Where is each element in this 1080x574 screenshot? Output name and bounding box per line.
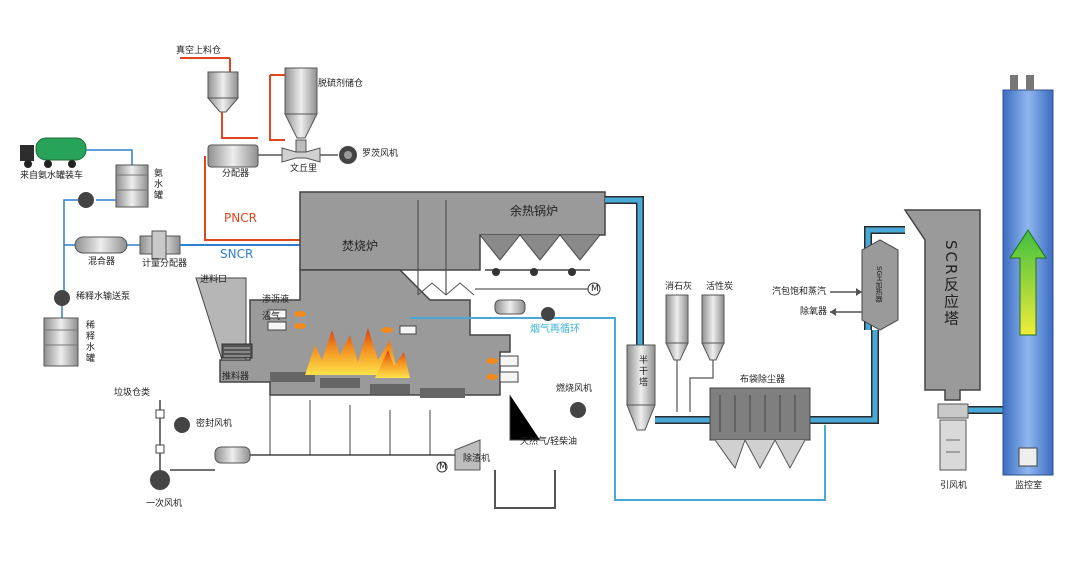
dilution-tank xyxy=(43,317,79,367)
combustion-fan-label: 燃烧风机 xyxy=(556,384,593,394)
bag-filter-label: 布袋除尘器 xyxy=(740,375,786,385)
leachate-label: 渗沥液 xyxy=(262,295,290,305)
metering-distributor-label: 计量分配器 xyxy=(142,259,188,269)
monitoring-room-label: 监控室 xyxy=(1015,481,1043,491)
pusher-label: 推料器 xyxy=(222,372,250,382)
dilution-pump-label: 稀释水输送泵 xyxy=(76,292,131,302)
grate xyxy=(270,372,465,398)
ammonia-truck xyxy=(20,137,87,168)
seal-fan-label: 密封风机 xyxy=(196,419,233,429)
mixer xyxy=(74,236,128,254)
primary-fan-label: 一次风机 xyxy=(146,499,183,509)
induced-fan-label: 引风机 xyxy=(940,481,968,491)
desulfurizer-silo xyxy=(284,67,318,139)
motor-label-grate: M xyxy=(439,462,447,472)
natural-gas-label: 天然气/轻柴油 xyxy=(520,437,578,447)
flames xyxy=(305,328,410,378)
waste-heat-boiler-label: 余热锅炉 xyxy=(510,204,559,218)
biogas-label: 沼气 xyxy=(262,312,281,322)
flue-gas-recirculation-line xyxy=(410,299,826,501)
vacuum-silo-label: 真空上料仓 xyxy=(176,46,222,56)
distributor xyxy=(207,144,259,168)
scr-tower xyxy=(903,209,981,401)
dilution-tank-label: 稀释水罐 xyxy=(84,320,94,364)
chimney-stack xyxy=(1002,75,1054,476)
pncr-label: PNCR xyxy=(224,211,257,225)
slaked-lime-label: 消石灰 xyxy=(665,282,693,292)
induced-fan xyxy=(937,403,969,471)
pusher xyxy=(221,343,253,359)
ammonia-truck-label: 来自氨水罐装车 xyxy=(20,171,84,181)
steam-drum-label: 汽包饱和蒸汽 xyxy=(772,287,827,297)
deaerator-label: 除氧器 xyxy=(800,307,828,317)
incinerator-label: 焚烧炉 xyxy=(342,239,379,253)
slag-remover-label: 除渣机 xyxy=(463,454,491,464)
motor-label-boiler: M xyxy=(591,284,599,294)
semi-dry-tower xyxy=(626,344,656,431)
bag-filter xyxy=(709,387,811,470)
distributor-label: 分配器 xyxy=(222,169,250,179)
scr-tower-label: SCR反应塔 xyxy=(942,240,960,328)
semi-dry-tower-label: 半干塔 xyxy=(637,355,647,388)
burner-ports xyxy=(267,309,519,383)
sgh-heater xyxy=(830,239,899,331)
desulfurizer-silo-label: 脱硫剂储仓 xyxy=(318,79,364,89)
dilution-pump-icon xyxy=(54,290,70,306)
roots-fan-label: 罗茨风机 xyxy=(362,149,399,159)
roots-fan xyxy=(339,146,357,164)
sgh-label: SGH加热器 xyxy=(875,266,883,303)
garbage-silo-label: 垃圾仓类 xyxy=(114,388,151,398)
flue-gas-recirculation-label: 烟气再循环 xyxy=(530,324,580,335)
desulfurizer-dosing-system xyxy=(180,57,357,241)
incinerator-block xyxy=(195,191,606,398)
activated-carbon-label: 活性炭 xyxy=(706,282,734,292)
mixer-label: 混合器 xyxy=(88,257,116,267)
vacuum-silo xyxy=(206,71,240,113)
venturi xyxy=(281,139,321,163)
boiler-hoppers xyxy=(479,234,601,261)
ammonia-tank-label: 氨水罐 xyxy=(152,168,162,201)
ammonia-pump-icon xyxy=(78,192,94,208)
ammonia-tank xyxy=(115,164,149,208)
metering-distributor xyxy=(139,230,181,260)
venturi-label: 文丘里 xyxy=(290,164,318,174)
reagent-silos xyxy=(665,294,725,412)
ammonia-system xyxy=(20,137,300,367)
feed-inlet-label: 进料口 xyxy=(200,275,228,285)
air-supply-system xyxy=(150,395,586,509)
sncr-label: SNCR xyxy=(220,247,254,261)
